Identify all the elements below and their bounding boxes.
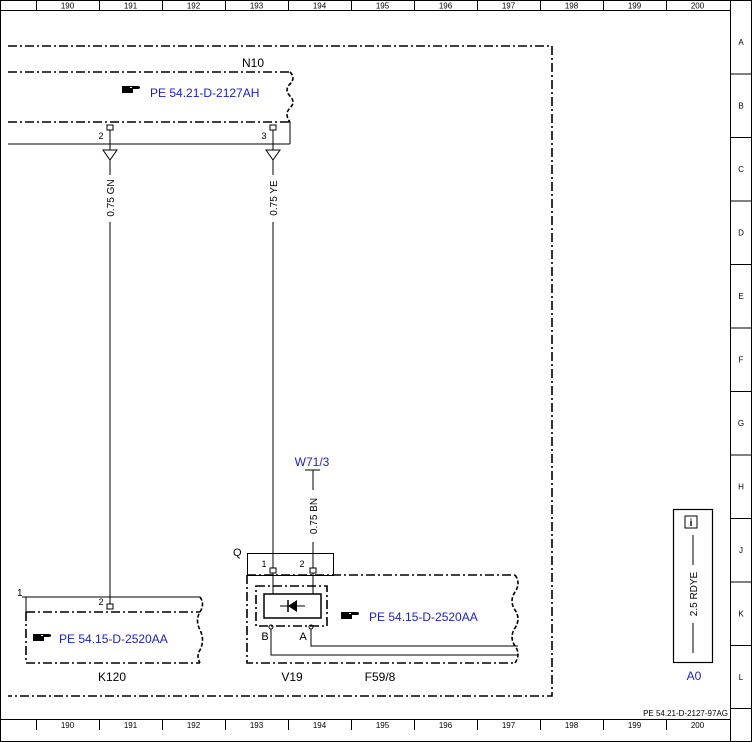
column-label: 197 — [502, 721, 516, 730]
q-pin-1: 1 — [261, 559, 266, 569]
f59-8-reference-link[interactable]: PE 54.15-D-2520AA — [369, 610, 478, 624]
row-labels: A B C D E F G H J K L — [730, 38, 752, 682]
q-label: Q — [233, 547, 242, 559]
column-label: 190 — [61, 2, 75, 11]
k120-module: 1 2 PE 54.15-D-2520AA K120 — [17, 588, 204, 684]
v19-pin-a: A — [299, 631, 307, 643]
f59-8-label: F59/8 — [365, 670, 396, 684]
row-label: E — [738, 292, 743, 301]
column-label: 192 — [187, 2, 201, 11]
column-label: 196 — [439, 721, 453, 730]
column-label: 198 — [565, 721, 579, 730]
row-label: L — [739, 673, 744, 682]
diode-icon — [280, 600, 305, 612]
document-reference: PE 54.21-D-2127-97AG — [643, 709, 728, 718]
pointing-hand-icon — [341, 612, 359, 619]
n10-reference-link[interactable]: PE 54.21-D-2127AH — [150, 86, 259, 100]
column-header-bottom: 190 191 192 193 194 195 196 197 198 199 200 — [36, 719, 705, 730]
wire-ye: 0.75 YE — [265, 130, 281, 568]
n10-pin-2: 2 — [98, 124, 114, 141]
k120-pin-2: 2 — [98, 597, 103, 607]
column-label: 198 — [565, 2, 579, 11]
column-label: 193 — [250, 721, 264, 730]
pointing-hand-icon — [122, 86, 140, 93]
column-label: 194 — [313, 721, 327, 730]
row-label: H — [738, 482, 744, 491]
row-label: K — [738, 609, 744, 618]
column-label: 200 — [691, 2, 705, 11]
info-icon-glyph: i — [690, 518, 693, 529]
column-label: 194 — [313, 2, 327, 11]
pointing-hand-icon — [33, 634, 51, 641]
q-pin-2: 2 — [299, 559, 304, 569]
wire-ye-label: 0.75 YE — [269, 180, 280, 216]
control-unit-enclosure — [8, 45, 553, 697]
column-header-top: 190 191 192 193 194 195 196 197 198 199 200 — [36, 0, 705, 11]
column-label: 195 — [376, 721, 390, 730]
row-label: D — [738, 228, 744, 237]
wire-gn-label: 0.75 GN — [106, 179, 117, 216]
column-label: 197 — [502, 2, 516, 11]
column-label: 191 — [124, 2, 138, 11]
wire-bn-label: 0.75 BN — [309, 498, 320, 534]
column-label: 196 — [439, 2, 453, 11]
k120-line-number: 1 — [17, 588, 23, 599]
q-connector: Q 1 2 — [233, 547, 334, 576]
f59-8-module: PE 54.15-D-2520AA F59/8 — [246, 574, 519, 684]
n10-pin-3: 3 — [261, 124, 277, 141]
legend-a0-link[interactable]: A0 — [687, 669, 702, 683]
wire-legend: i 2.5 RDYE A0 — [672, 508, 714, 683]
v19-diode-module: B A V19 — [255, 573, 518, 684]
column-label: 199 — [628, 2, 642, 11]
n10-label: N10 — [242, 56, 264, 70]
column-label: 200 — [691, 721, 705, 730]
v19-label: V19 — [281, 670, 303, 684]
column-label: 199 — [628, 721, 642, 730]
info-icon[interactable] — [684, 515, 698, 529]
w71-3-ground: W71/3 0.75 BN — [295, 455, 330, 568]
row-label: B — [738, 101, 743, 110]
column-label: 190 — [61, 721, 75, 730]
row-label: J — [739, 546, 743, 555]
row-label: G — [738, 419, 744, 428]
n10-pin-3-number: 3 — [261, 131, 266, 141]
column-label: 192 — [187, 721, 201, 730]
n10-pin-2-number: 2 — [98, 131, 103, 141]
row-label: C — [738, 165, 744, 174]
column-label: 193 — [250, 2, 264, 11]
k120-label: K120 — [98, 670, 126, 684]
k120-reference-link[interactable]: PE 54.15-D-2520AA — [59, 632, 168, 646]
wire-gn: 0.75 GN — [102, 130, 118, 604]
column-label: 191 — [124, 721, 138, 730]
w71-3-link[interactable]: W71/3 — [295, 455, 330, 469]
legend-wire-label: 2.5 RDYE — [689, 571, 700, 616]
row-label: F — [739, 355, 744, 364]
n10-module: N10 PE 54.21-D-2127AH — [8, 56, 294, 145]
column-label: 195 — [376, 2, 390, 11]
row-label: A — [738, 38, 744, 47]
v19-pin-b: B — [261, 631, 268, 643]
